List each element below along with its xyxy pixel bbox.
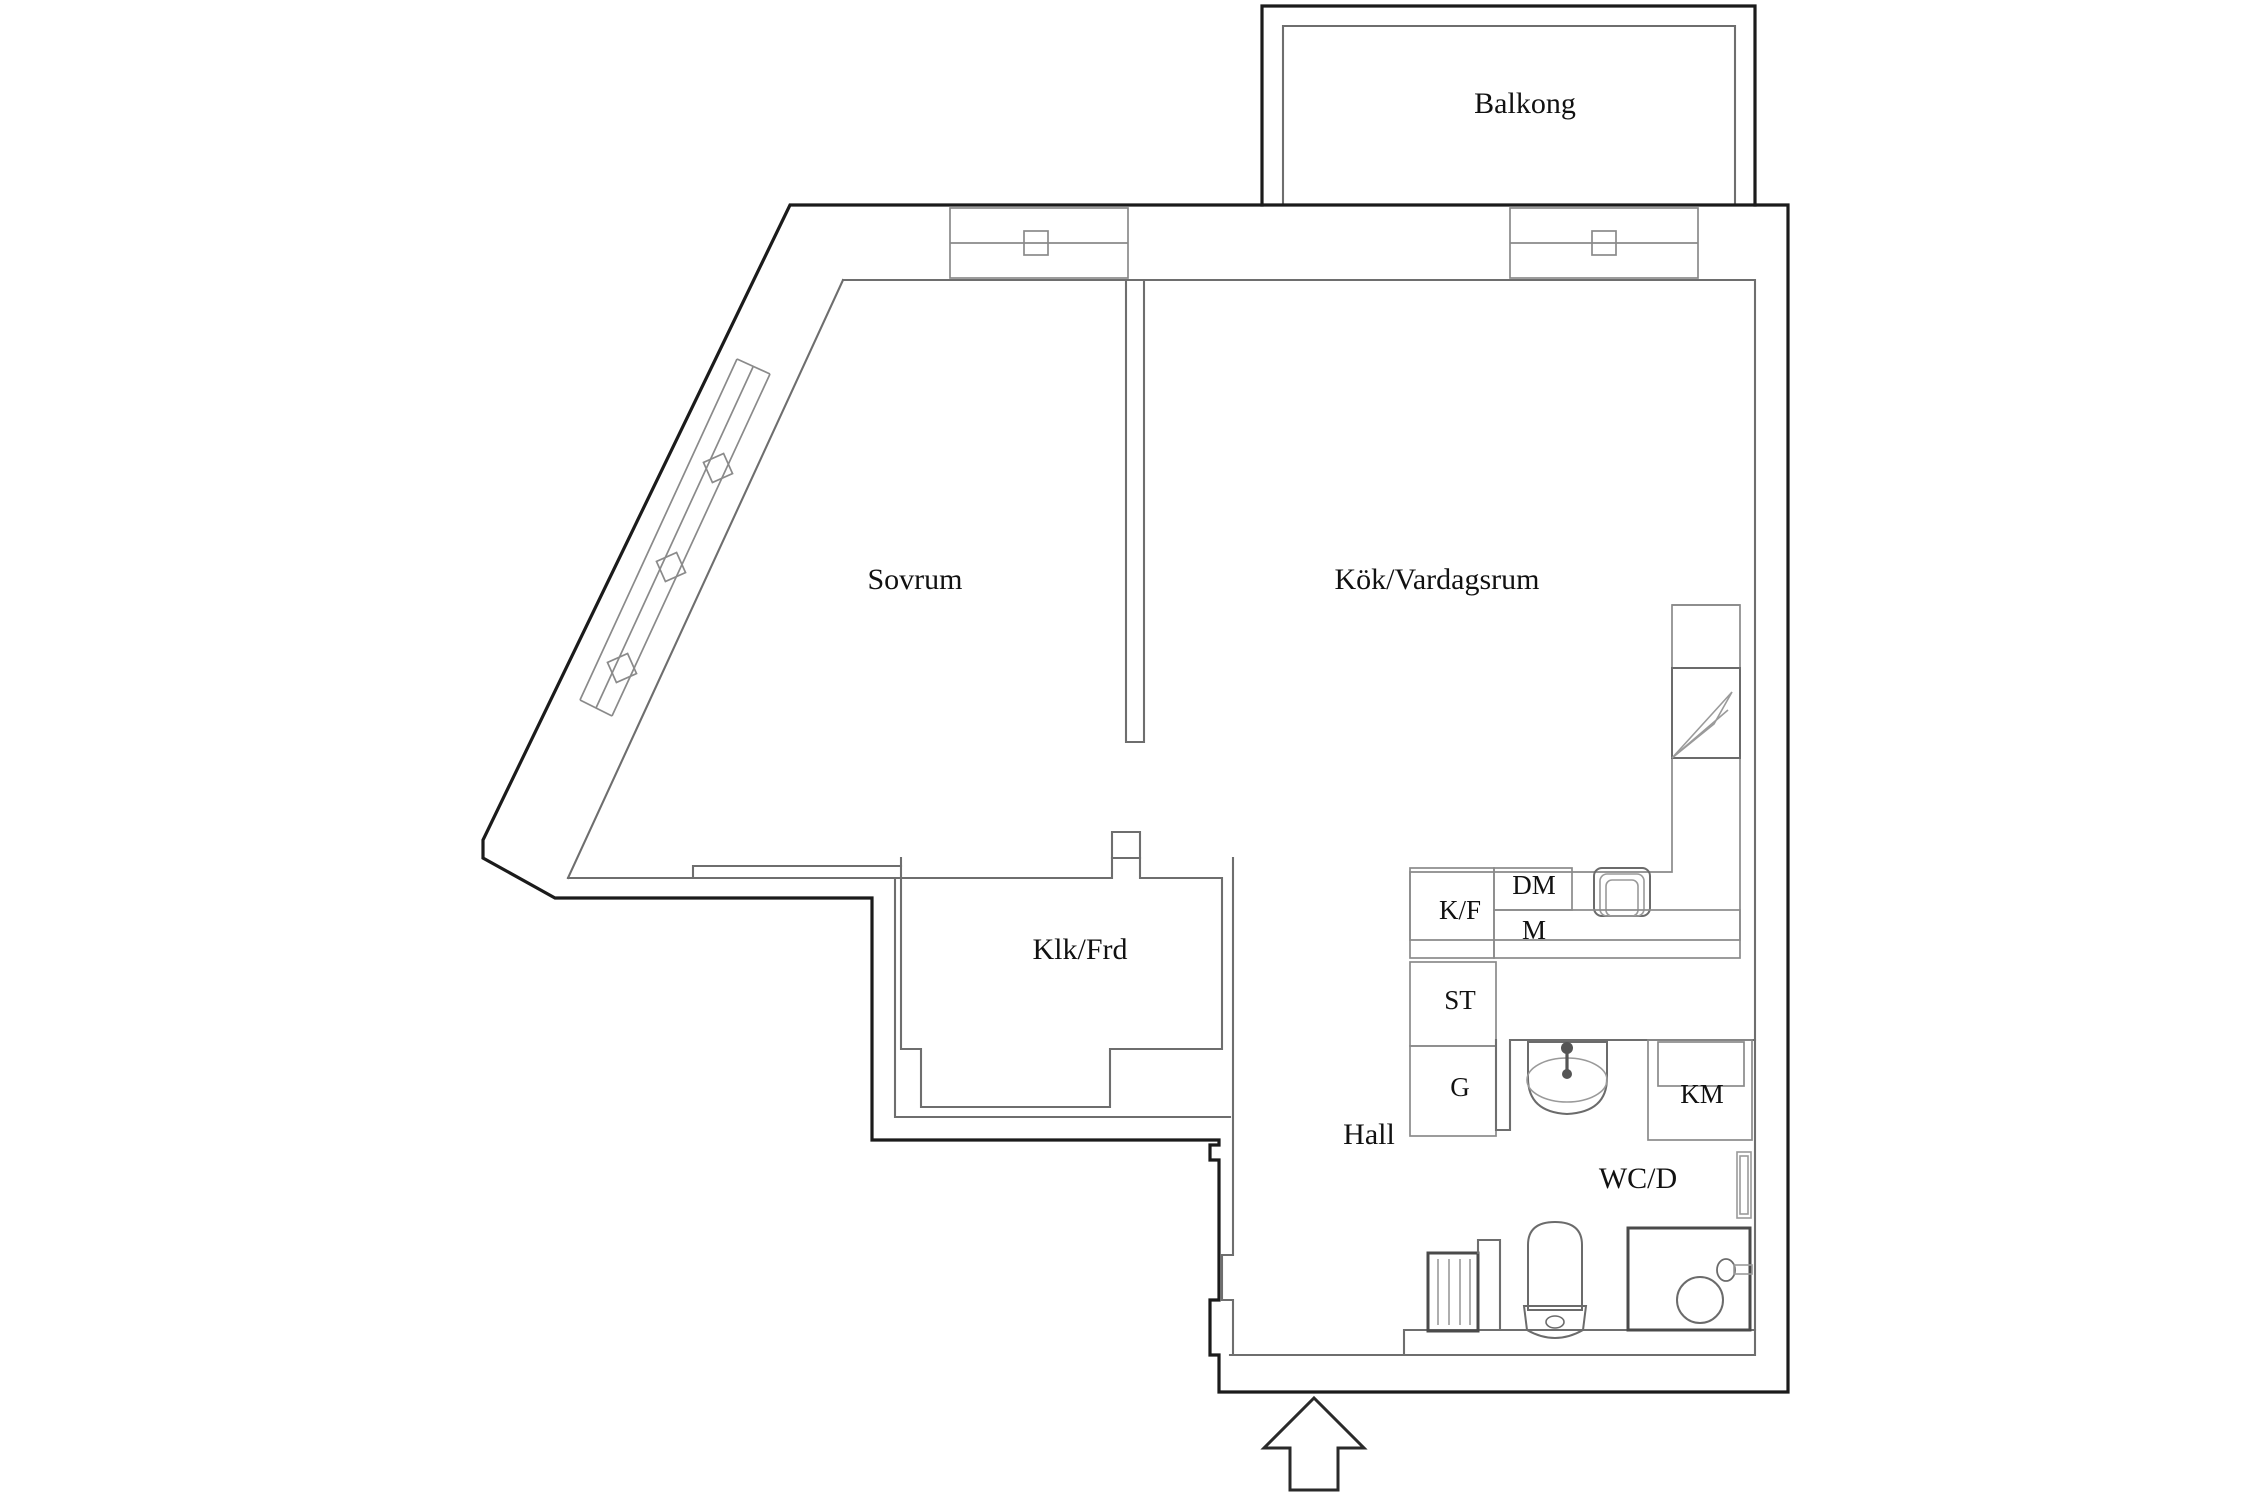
shower-mixer [1716,1258,1753,1282]
entrance-direction-arrow [1260,1395,1368,1492]
room-labels: Balkong Sovrum Kök/Vardagsrum Klk/Frd Ha… [867,87,1677,1195]
stove-hob [1671,667,1741,759]
label-kf: K/F [1439,895,1481,925]
label-balkong: Balkong [1474,87,1576,120]
label-sovrum: Sovrum [867,563,962,596]
window-north-left [949,207,1129,279]
kitchen-sink [1593,867,1651,917]
klk-frd-room [691,830,1224,1109]
inner-wall-face [841,278,1757,1357]
inner-wall-face-left [566,278,845,880]
outer-wall-outline [481,203,1790,1394]
inner-wall-face-lower-left [566,876,1232,1119]
label-g: G [1450,1072,1470,1102]
partition-stub-wall [1124,278,1146,744]
balcony-outer-wall [1260,4,1757,207]
radiator-niche-wall [1476,1238,1502,1332]
hall-partition-wall [1220,856,1235,1357]
klk-frd-walls [899,856,1224,1109]
wash-basin [1526,1041,1608,1116]
label-km: KM [1680,1079,1724,1109]
window-diagonal-outline [579,358,771,717]
stub-wall [1124,278,1146,744]
toilet [1522,1220,1588,1339]
label-m: M [1522,915,1546,945]
apartment-inner-face [566,278,1757,1357]
label-wc-d: WC/D [1599,1162,1677,1195]
kitchen-counter-outline [1409,604,1741,941]
appliance-boxes-kitchen [1409,867,1741,959]
balcony-group [1260,4,1757,207]
wc-d-lower-divider [1402,1328,1757,1357]
klk-frd-top-return [691,864,903,880]
window-diagonal-upper [702,452,734,484]
label-hall: Hall [1343,1118,1395,1151]
label-klk-frd: Klk/Frd [1032,933,1127,966]
balcony-inner-wall [1281,24,1737,207]
kitchen-counter-group [1409,604,1741,941]
label-dm: DM [1512,870,1556,900]
toilet-bowl [1522,1305,1588,1339]
toilet-tank [1527,1220,1583,1311]
apartment-outer-shell [481,203,1790,1394]
box-m [1493,909,1741,959]
towel-rail [1736,1151,1752,1219]
km-machine [1647,1039,1753,1141]
label-st: ST [1444,985,1476,1015]
window-diagonal-band [579,358,771,717]
window-diagonal-lower [606,652,638,684]
wc-d-walls [1494,1038,1757,1132]
label-kok: Kök/Vardagsrum [1335,563,1540,596]
shower-cabin [1626,1226,1753,1332]
window-diagonal-middle [655,551,687,583]
window-north-right [1509,207,1699,279]
hall-partition [1220,856,1235,1357]
klk-frd-door-nub [1110,830,1142,860]
radiator [1426,1251,1480,1333]
appliance-labels: K/F DM M ST G KM [1439,870,1724,1109]
